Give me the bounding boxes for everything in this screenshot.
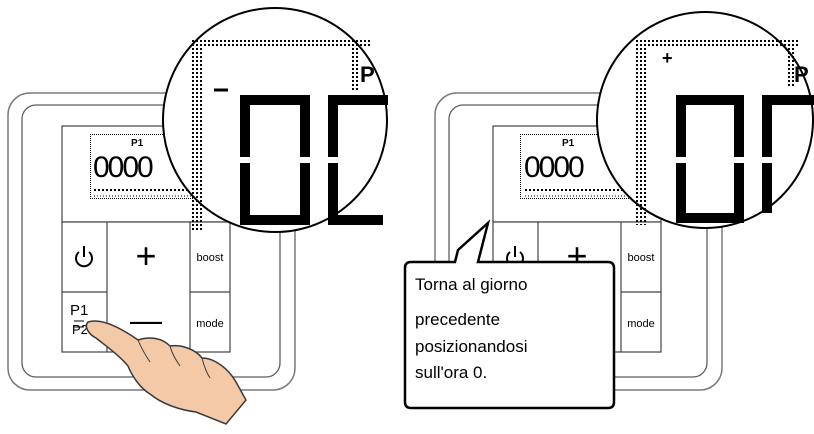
right-mode-button[interactable]: mode: [621, 292, 661, 352]
left-mode-label: mode: [196, 318, 224, 330]
callout-line-4: sull'ora 0.: [415, 363, 487, 382]
callout-line-3: posizionandosi: [415, 337, 527, 356]
left-p2-label: P2: [72, 322, 88, 337]
left-p1-label: P1: [70, 302, 88, 319]
left-boost-button[interactable]: boost: [190, 222, 230, 292]
left-zoom-digit-1: [240, 95, 310, 225]
right-zoom-circle: + P: [596, 11, 814, 229]
callout-line-1: Torna al giorno: [415, 275, 527, 294]
callout-line-2: precedente: [415, 310, 500, 329]
left-zoom-digit-2: [328, 95, 388, 225]
right-zoom-digit-2: [762, 95, 814, 213]
left-zoom-program-label: P: [360, 62, 375, 87]
left-p1-p2-button[interactable]: P1 P2: [62, 292, 107, 352]
right-boost-button[interactable]: boost: [621, 222, 661, 292]
right-thermostat: P1 0000 + boost P1 P2: [403, 11, 814, 410]
left-lcd-time-digits: 0000: [93, 151, 153, 184]
left-boost-label: boost: [197, 252, 224, 264]
right-boost-label: boost: [628, 252, 655, 264]
right-lcd-program-label: P1: [562, 138, 575, 149]
left-plus-label: +: [135, 235, 156, 276]
callout-bubble: Torna al giorno precedente posizionandos…: [403, 219, 616, 410]
right-mode-label: mode: [627, 318, 655, 330]
left-minus-label: —: [130, 302, 162, 338]
pointing-hand-icon: [74, 320, 247, 425]
left-minus-button[interactable]: —: [107, 292, 190, 352]
left-mode-button[interactable]: mode: [190, 292, 230, 352]
left-thermostat: P1 0000 + boost P1: [7, 7, 388, 425]
left-zoom-circle: P: [162, 7, 388, 233]
left-lcd-program-label: P1: [131, 138, 144, 149]
right-zoom-program-label: P: [794, 62, 809, 87]
right-zoom-cursor: +: [662, 48, 673, 68]
power-icon: [75, 246, 93, 268]
callout-text: Torna al giorno precedente posizionandos…: [415, 275, 532, 382]
left-power-button[interactable]: [62, 222, 107, 292]
left-plus-button[interactable]: +: [107, 222, 190, 292]
right-lcd-time-digits: 0000: [524, 151, 584, 184]
right-zoom-digit-1: [676, 95, 744, 223]
